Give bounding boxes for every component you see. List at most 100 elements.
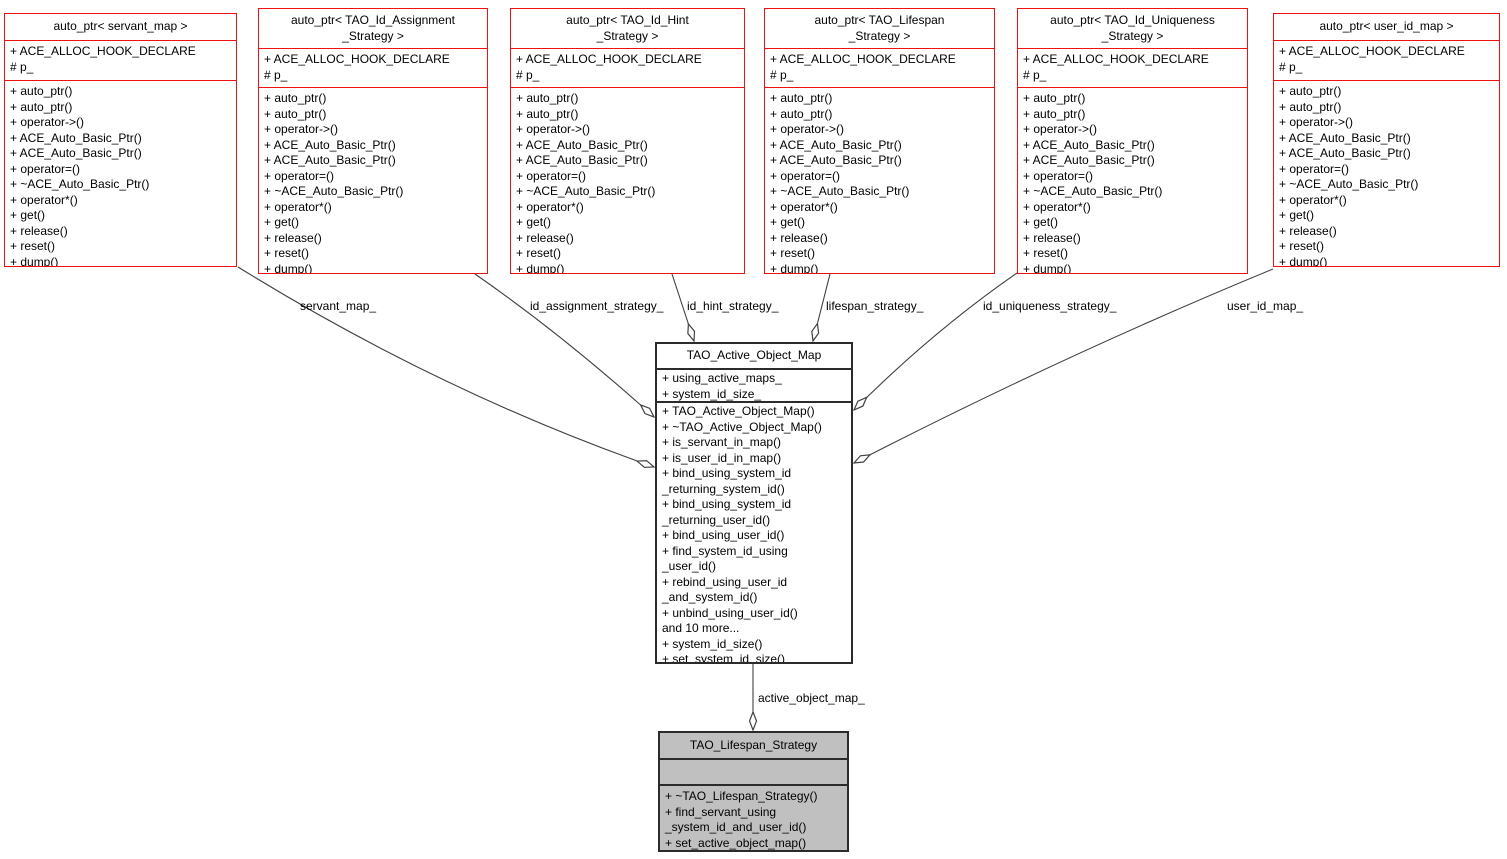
class-node-auto-ptr-tao-id-assignment-strategy[interactable]: auto_ptr< TAO_Id_Assignment_Strategy > +… — [258, 8, 488, 274]
class-title-line: auto_ptr< TAO_Id_Hint — [566, 13, 689, 27]
edge-user-id-map — [854, 268, 1274, 463]
member-line: # p_ — [264, 67, 288, 82]
class-methods: + auto_ptr()+ auto_ptr()+ operator->()+ … — [259, 87, 487, 273]
member-line: + operator=() — [770, 168, 841, 183]
member-line: _system_id_and_user_id() — [665, 820, 807, 834]
class-attributes: + ACE_ALLOC_HOOK_DECLARE# p_ — [5, 40, 236, 80]
member-line: + ~ACE_Auto_Basic_Ptr() — [1023, 184, 1163, 198]
class-node-auto-ptr-tao-id-uniqueness-strategy[interactable]: auto_ptr< TAO_Id_Uniqueness_Strategy > +… — [1017, 8, 1248, 274]
member-line: and 10 more... — [662, 621, 740, 635]
class-title: auto_ptr< TAO_Lifespan_Strategy > — [765, 9, 994, 48]
member-line: + auto_ptr() — [770, 91, 833, 105]
class-node-tao-active-object-map[interactable]: TAO_Active_Object_Map + using_active_map… — [655, 342, 853, 664]
class-node-auto-ptr-tao-lifespan-strategy[interactable]: auto_ptr< TAO_Lifespan_Strategy > + ACE_… — [764, 8, 995, 274]
member-line: + system_id_size() — [662, 636, 763, 651]
member-line: + ~ACE_Auto_Basic_Ptr() — [770, 184, 910, 198]
member-line: + operator*() — [1279, 192, 1347, 207]
edge-label-id-assignment-strategy: id_assignment_strategy_ — [530, 299, 664, 313]
class-title: auto_ptr< TAO_Id_Uniqueness_Strategy > — [1018, 9, 1247, 48]
edge-lifespan-strategy — [813, 273, 831, 341]
member-line: + operator->() — [10, 115, 85, 129]
member-line: + operator=() — [1279, 161, 1350, 176]
class-title-line: TAO_Active_Object_Map — [686, 348, 822, 363]
member-line: + ACE_ALLOC_HOOK_DECLARE — [10, 44, 196, 58]
member-line: + TAO_Active_Object_Map() — [662, 404, 815, 418]
member-line: + auto_ptr() — [264, 91, 327, 105]
member-line: + find_servant_using — [665, 804, 777, 819]
member-line: + release() — [10, 223, 68, 238]
class-title: auto_ptr< servant_map > — [5, 14, 236, 40]
class-title-line: TAO_Lifespan_Strategy — [689, 737, 818, 752]
class-title-line: auto_ptr< TAO_Lifespan — [814, 13, 945, 27]
member-line: + release() — [1279, 223, 1337, 238]
member-line: + ACE_ALLOC_HOOK_DECLARE — [1279, 44, 1465, 58]
member-line: + auto_ptr() — [1023, 106, 1086, 121]
member-line: + operator*() — [516, 199, 584, 214]
member-line: + operator->() — [1023, 122, 1098, 136]
member-line: # p_ — [1279, 59, 1303, 74]
member-line: + release() — [770, 230, 828, 245]
edge-label-lifespan-strategy: lifespan_strategy_ — [826, 299, 924, 313]
member-line: + ACE_Auto_Basic_Ptr() — [10, 130, 142, 145]
class-title-line: _Strategy > — [342, 28, 404, 43]
member-line: + operator->() — [770, 122, 845, 136]
member-line: # p_ — [1023, 67, 1047, 82]
member-line: + dump() — [1279, 254, 1328, 267]
member-line: + dump() — [1023, 261, 1072, 274]
member-line: _and_system_id() — [662, 590, 758, 604]
class-attributes: + ACE_ALLOC_HOOK_DECLARE# p_ — [1274, 40, 1499, 80]
member-line: + operator*() — [1023, 199, 1091, 214]
class-attributes — [660, 758, 847, 784]
class-node-auto-ptr-user-id-map[interactable]: auto_ptr< user_id_map > + ACE_ALLOC_HOOK… — [1273, 13, 1500, 267]
member-line: + operator->() — [516, 122, 591, 136]
class-methods: + auto_ptr()+ auto_ptr()+ operator->()+ … — [765, 87, 994, 273]
member-line: + ~ACE_Auto_Basic_Ptr() — [516, 184, 656, 198]
member-line: + auto_ptr() — [1023, 91, 1086, 105]
class-title-line: auto_ptr< user_id_map > — [1319, 19, 1454, 34]
member-line: + operator->() — [1279, 115, 1354, 129]
member-line: + ACE_ALLOC_HOOK_DECLARE — [1023, 52, 1209, 66]
class-attributes: + ACE_ALLOC_HOOK_DECLARE# p_ — [511, 48, 744, 87]
class-attributes: + ACE_ALLOC_HOOK_DECLARE# p_ — [1018, 48, 1247, 87]
member-line: + bind_using_system_id — [662, 497, 792, 511]
edge-label-active-object-map: active_object_map_ — [758, 691, 865, 705]
member-line: + ACE_ALLOC_HOOK_DECLARE — [516, 52, 702, 66]
member-line: + release() — [264, 230, 322, 245]
class-methods: + auto_ptr()+ auto_ptr()+ operator->()+ … — [5, 80, 236, 266]
class-node-auto-ptr-servant-map[interactable]: auto_ptr< servant_map > + ACE_ALLOC_HOOK… — [4, 13, 237, 267]
member-line: + get() — [10, 208, 46, 222]
class-node-tao-lifespan-strategy[interactable]: TAO_Lifespan_Strategy + ~TAO_Lifespan_St… — [658, 731, 849, 852]
member-line: + get() — [1279, 208, 1315, 222]
member-line: + ACE_Auto_Basic_Ptr() — [264, 153, 396, 167]
member-line: + ACE_ALLOC_HOOK_DECLARE — [770, 52, 956, 66]
class-title-line: auto_ptr< TAO_Id_Uniqueness — [1050, 13, 1215, 27]
class-title: TAO_Lifespan_Strategy — [660, 733, 847, 758]
member-line: + dump() — [10, 254, 59, 267]
member-line: + set_system_id_size() — [662, 652, 786, 662]
member-line: + dump() — [516, 261, 565, 274]
member-line: + ACE_Auto_Basic_Ptr() — [10, 146, 142, 160]
member-line: + unbind_using_user_id() — [662, 605, 798, 620]
member-line: + find_system_id_using — [662, 543, 788, 558]
member-line: + set_active_object_map() — [665, 835, 807, 850]
member-line: + operator->() — [264, 122, 339, 136]
member-line: + dump() — [264, 261, 313, 274]
member-line: + reset() — [10, 239, 56, 253]
member-line: + reset() — [1279, 239, 1325, 253]
class-node-auto-ptr-tao-id-hint-strategy[interactable]: auto_ptr< TAO_Id_Hint_Strategy > + ACE_A… — [510, 8, 745, 274]
member-line: + ACE_Auto_Basic_Ptr() — [770, 153, 902, 167]
member-line: + auto_ptr() — [264, 106, 327, 121]
member-line: + dump() — [770, 261, 819, 274]
edge-label-user-id-map: user_id_map_ — [1227, 299, 1304, 313]
member-line: + reset() — [264, 246, 310, 260]
member-line: _returning_user_id() — [662, 512, 771, 527]
member-line: + operator*() — [770, 199, 838, 214]
member-line: + auto_ptr() — [10, 99, 73, 114]
class-title-line: auto_ptr< TAO_Id_Assignment — [291, 13, 455, 27]
member-line: + get() — [264, 215, 300, 229]
edge-label-id-uniqueness-strategy: id_uniqueness_strategy_ — [983, 299, 1117, 313]
member-line: + release() — [516, 230, 574, 245]
member-line: + ~ACE_Auto_Basic_Ptr() — [1279, 177, 1419, 191]
member-line: _returning_system_id() — [662, 481, 785, 496]
member-line: + reset() — [516, 246, 562, 260]
